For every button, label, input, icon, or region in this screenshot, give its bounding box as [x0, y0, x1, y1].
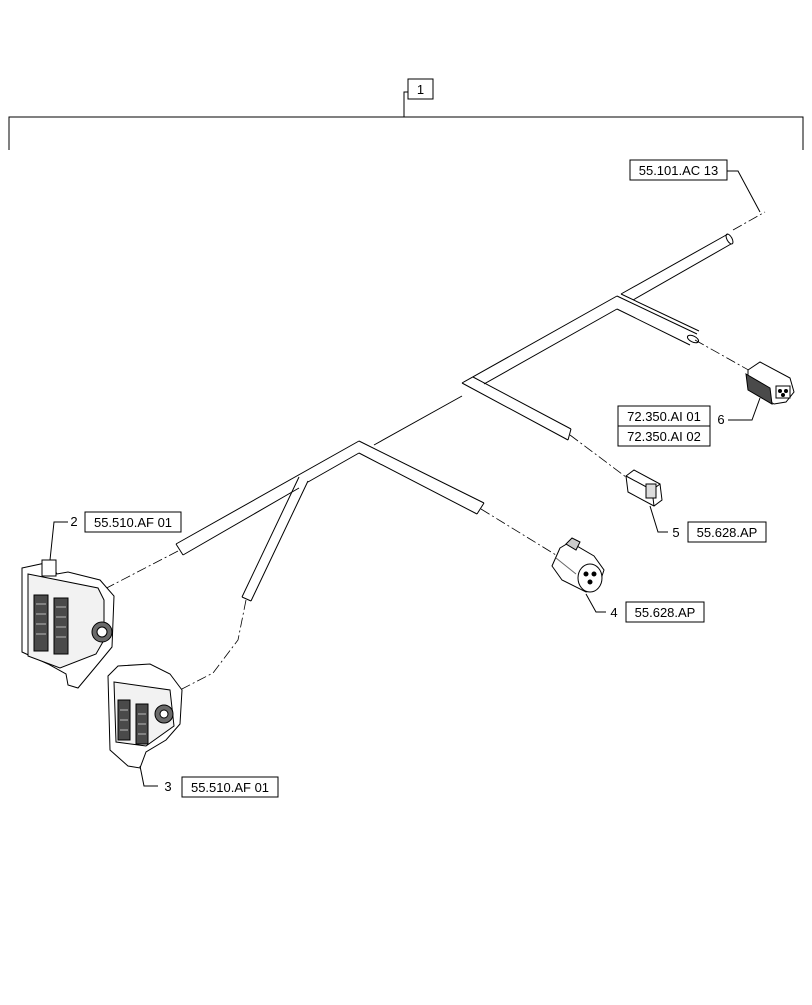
harness-branch-item-5 — [461, 376, 572, 441]
callout-ref-top[interactable]: 55.101.AC 13 — [629, 159, 728, 181]
assembly-bracket — [8, 91, 804, 150]
item-6-leader — [728, 397, 761, 421]
item-1-label: 1 — [417, 82, 424, 97]
item-2-number: 2 — [70, 514, 77, 529]
bracket-line — [8, 116, 804, 150]
item-5-ref: 55.628.AP — [697, 525, 758, 540]
item-3-leader — [139, 765, 158, 787]
callout-item-5[interactable]: 5 55.628.AP — [649, 505, 767, 543]
harness-branch-item-3 — [241, 476, 309, 602]
callout-item-4[interactable]: 4 55.628.AP — [585, 593, 705, 623]
callout-box — [84, 511, 182, 533]
connector-item-4[interactable] — [551, 537, 605, 593]
item-3-ref: 55.510.AF 01 — [191, 780, 269, 795]
centerline-item-4 — [480, 508, 557, 556]
item-4-number: 4 — [610, 605, 617, 620]
item-6-ref-a: 72.350.AI 01 — [627, 409, 701, 424]
main-trunk-centerline — [732, 211, 766, 231]
callout-box — [625, 601, 705, 623]
connector-item-5[interactable] — [625, 469, 663, 507]
centerline-item-3 — [179, 599, 247, 691]
callout-box — [407, 78, 434, 100]
callout-item-1[interactable]: 1 — [407, 78, 434, 100]
harness-branch-item-6 — [616, 293, 700, 346]
callout-box — [617, 425, 711, 447]
item-5-number: 5 — [672, 525, 679, 540]
item-2-ref: 55.510.AF 01 — [94, 515, 172, 530]
harness-main-trunk — [175, 233, 734, 556]
connector-item-2[interactable] — [21, 559, 115, 689]
callout-box — [629, 159, 728, 181]
callout-box — [687, 521, 767, 543]
callout-item-2[interactable]: 2 55.510.AF 01 — [49, 511, 182, 561]
ref-top-label: 55.101.AC 13 — [639, 163, 719, 178]
callout-item-6[interactable]: 6 72.350.AI 01 72.350.AI 02 — [617, 397, 761, 447]
item-3-number: 3 — [164, 779, 171, 794]
centerline-item-6 — [694, 339, 753, 373]
connector-item-6[interactable] — [745, 361, 795, 405]
connector-item-3[interactable] — [107, 663, 183, 769]
item-6-ref-b: 72.350.AI 02 — [627, 429, 701, 444]
item-4-ref: 55.628.AP — [635, 605, 696, 620]
callout-box — [181, 776, 279, 798]
harness-branch-item-4 — [358, 440, 485, 515]
ref-top-leader — [727, 170, 761, 213]
item-4-leader — [585, 593, 606, 613]
bracket-leader — [403, 91, 408, 117]
centerline-item-2 — [94, 550, 179, 595]
callout-item-3[interactable]: 3 55.510.AF 01 — [139, 765, 279, 798]
item-2-leader — [49, 521, 68, 561]
item-5-leader — [649, 505, 668, 533]
item-6-number: 6 — [717, 412, 724, 427]
centerline-item-5 — [569, 434, 631, 481]
